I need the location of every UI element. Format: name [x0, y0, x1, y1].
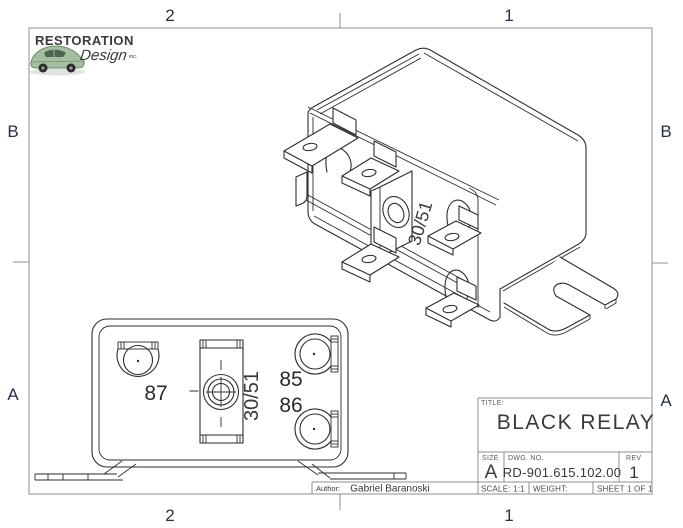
zone-bottom-left: 2 — [165, 506, 174, 525]
zone-right-a: A — [660, 391, 672, 410]
logo-line1: RESTORATION — [35, 33, 134, 48]
bracket-right-tab — [503, 256, 619, 336]
zone-left-a: A — [7, 385, 19, 404]
iso-lug-upper-middle — [341, 140, 400, 197]
dwg-number: RD-901.615.102.00 — [503, 465, 622, 480]
size-label: SIZE — [482, 455, 499, 462]
zone-bottom-right: 1 — [504, 506, 513, 525]
rev-value: 1 — [629, 463, 638, 482]
iso-lug-87 — [283, 107, 359, 174]
bottom-body-inner — [98, 325, 342, 461]
label-terminal-87: 87 — [144, 382, 167, 405]
sheet-frame — [13, 13, 668, 510]
bracket-left-tab — [295, 171, 308, 207]
logo-line2-suffix: inc. — [129, 54, 138, 60]
dwg-label: DWG. NO. — [508, 455, 544, 462]
iso-lug-86 — [425, 269, 480, 328]
zone-left-b: B — [7, 122, 18, 141]
scale-value: SCALE: 1:1 — [481, 485, 525, 494]
size-value: A — [485, 462, 498, 483]
label-terminal-center: 30/51 — [241, 371, 263, 421]
rev-label: REV — [626, 455, 641, 462]
bottom-terminal-86 — [294, 408, 339, 450]
car-shadow — [29, 68, 85, 76]
iso-view: 30/51 — [283, 47, 619, 336]
author-name: Gabriel Baranoski — [350, 484, 429, 495]
drawing-title: BLACK RELAY — [497, 411, 656, 434]
car-icon — [30, 45, 85, 73]
label-terminal-85: 85 — [279, 368, 302, 391]
title-label: TITLE: — [481, 400, 504, 407]
bottom-center-pedestal — [199, 339, 244, 444]
bottom-view: 87 30/51 85 86 — [34, 318, 407, 481]
bottom-body-outer — [91, 318, 349, 468]
zone-labels: 2 1 2 1 B A B A — [7, 6, 672, 525]
title-block: TITLE: BLACK RELAY SIZE A DWG. NO. RD-90… — [311, 397, 656, 495]
logo-line2: Design — [79, 47, 128, 64]
bottom-terminal-87 — [116, 341, 160, 377]
author-label: Author: — [316, 484, 340, 493]
zone-right-b: B — [660, 122, 671, 141]
iso-lug-85 — [427, 199, 482, 256]
iso-lug-lower-middle — [341, 226, 400, 283]
company-logo: RESTORATION Design inc. — [29, 33, 138, 76]
sheet-value: SHEET 1 OF 1 — [597, 485, 653, 494]
bottom-bracket-feet — [34, 460, 407, 481]
weight-label: WEIGHT: — [533, 485, 568, 494]
zone-top-left: 2 — [165, 6, 174, 25]
zone-top-right: 1 — [504, 6, 513, 25]
label-terminal-86: 86 — [279, 394, 302, 417]
bottom-terminal-85 — [294, 333, 339, 375]
